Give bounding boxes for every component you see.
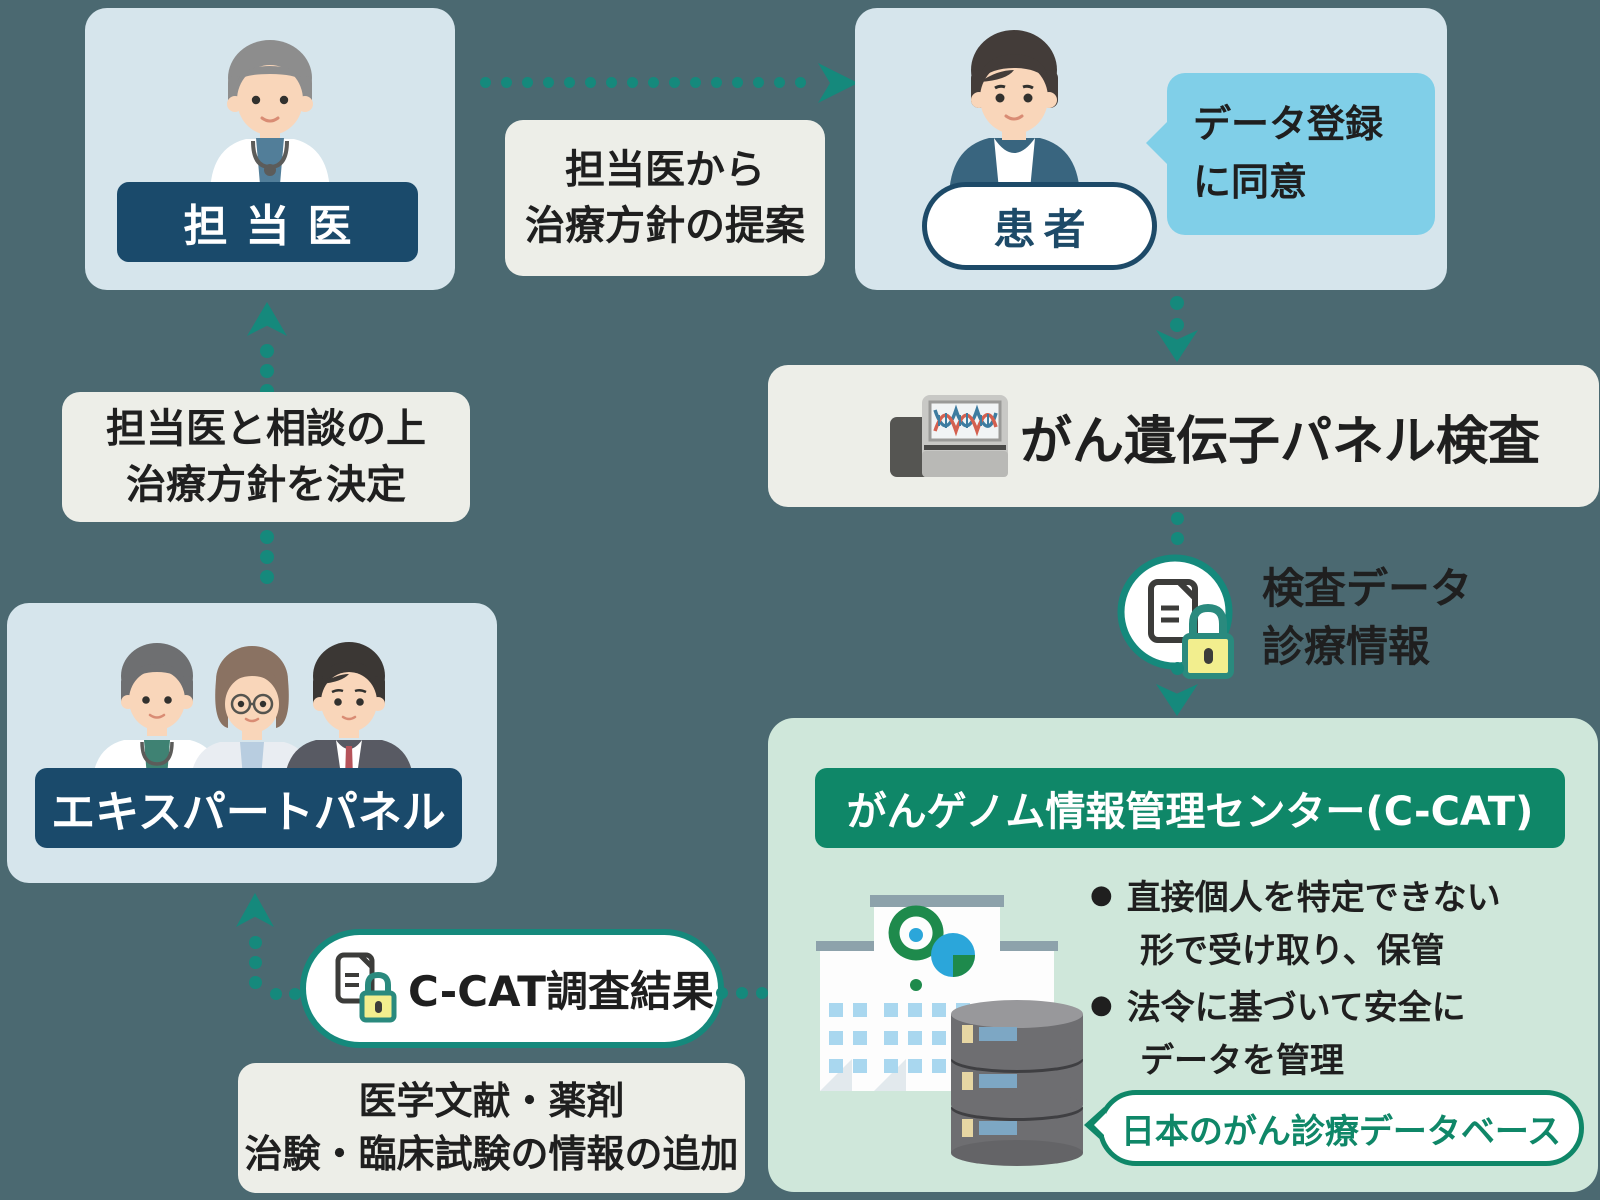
expert-panel-label: エキスパートパネル: [35, 768, 462, 848]
ccat-title: がんゲノム情報管理センター(C-CAT): [815, 768, 1565, 848]
ccat-bullet-2b-text: データを管理: [1140, 1041, 1344, 1081]
proposal-line1: 担当医から: [565, 147, 765, 193]
test-data-line2: 診療情報: [1262, 621, 1431, 671]
dotted-line-consult-to-doctor: [260, 344, 274, 398]
doctor-illustration: [210, 40, 330, 196]
doctor-panel: 担当医: [85, 8, 455, 290]
ccat-bullet-1b: 形で受け取り、保管: [1140, 923, 1445, 972]
ccat-bullet-2b: データを管理: [1140, 1033, 1344, 1082]
ccat-bullet-1b-text: 形で受け取り、保管: [1140, 931, 1445, 971]
consult-line2: 治療方針を決定: [126, 462, 406, 508]
proposal-box: 担当医から 治療方針の提案: [505, 120, 825, 276]
dna-sequencer-icon: [890, 395, 1008, 477]
additional-info-box: 医学文献・薬剤 治験・臨床試験の情報の追加: [238, 1063, 745, 1193]
expert-panel-illustration: [92, 642, 414, 790]
patient-speech-bubble: データ登録 に同意: [1146, 73, 1435, 235]
ccat-panel: がんゲノム情報管理センター(C-CAT): [768, 718, 1598, 1192]
ccat-result-label: C-CAT調査結果: [408, 967, 714, 1016]
bullet-icon: ●: [1090, 989, 1113, 1020]
doctor-label: 担当医: [117, 182, 418, 262]
test-data-line1: 検査データ: [1262, 563, 1473, 613]
doctor-label-text: 担当医: [183, 201, 370, 252]
japan-cancer-database-text: 日本のがん診療データベース: [1120, 1111, 1562, 1152]
consult-line1: 担当医と相談の上: [106, 406, 426, 452]
ccat-building-icon: [816, 895, 1058, 1091]
dotted-line-ccat-to-result: [716, 987, 768, 999]
database-stack-icon: [951, 1000, 1083, 1166]
expert-panel-box: エキスパートパネル: [7, 603, 497, 883]
dotted-line-test-to-data: [1171, 512, 1184, 545]
dotted-line-result-up: [249, 936, 262, 989]
dotted-line-result-corner: [270, 988, 301, 1000]
arrow-right-icon: [818, 63, 858, 103]
ccat-bullet-1-text: 直接個人を特定できない: [1126, 878, 1501, 918]
arrow-down-icon-2: [1156, 684, 1198, 716]
additional-info-line2: 治験・臨床試験の情報の追加: [244, 1132, 739, 1176]
bubble-line2: に同意: [1193, 160, 1308, 204]
patient-label-text: 患者: [993, 204, 1094, 254]
dotted-line-expert-to-consult: [260, 530, 274, 584]
bullet-icon: ●: [1090, 879, 1113, 910]
ccat-bullet-2: ● 法令に基づいて安全に: [1090, 980, 1466, 1029]
dotted-line-data-to-ccat: [1171, 662, 1184, 675]
patient-panel: 患者 データ登録 に同意: [855, 8, 1447, 290]
expert-panel-label-text: エキスパートパネル: [51, 787, 446, 838]
consult-box: 担当医と相談の上 治療方針を決定: [62, 392, 470, 522]
panel-test-label: がん遺伝子パネル検査: [1020, 411, 1541, 472]
patient-illustration: [949, 30, 1080, 200]
bubble-line1: データ登録: [1193, 102, 1384, 147]
japan-cancer-database-pill: 日本のがん診療データベース: [1084, 1090, 1584, 1166]
dotted-line-patient-to-test: [1170, 296, 1184, 332]
dotted-line-doctor-to-patient: [480, 77, 806, 88]
patient-label: 患者: [922, 182, 1157, 270]
additional-info-line1: 医学文献・薬剤: [358, 1078, 625, 1123]
arrow-up-icon-2: [236, 893, 274, 927]
speech-bubble-tail: [1146, 121, 1168, 165]
arrow-down-icon-1: [1156, 330, 1198, 362]
proposal-line2: 治療方針の提案: [525, 203, 805, 249]
document-lock-icon: [335, 952, 397, 1023]
ccat-bullet-2-text: 法令に基づいて安全に: [1126, 988, 1466, 1028]
ccat-bullet-1: ● 直接個人を特定できない: [1090, 870, 1501, 919]
ccat-result-pill: C-CAT調査結果: [300, 929, 724, 1048]
panel-test-box: がん遺伝子パネル検査: [768, 365, 1599, 507]
arrow-up-icon-1: [247, 302, 287, 336]
